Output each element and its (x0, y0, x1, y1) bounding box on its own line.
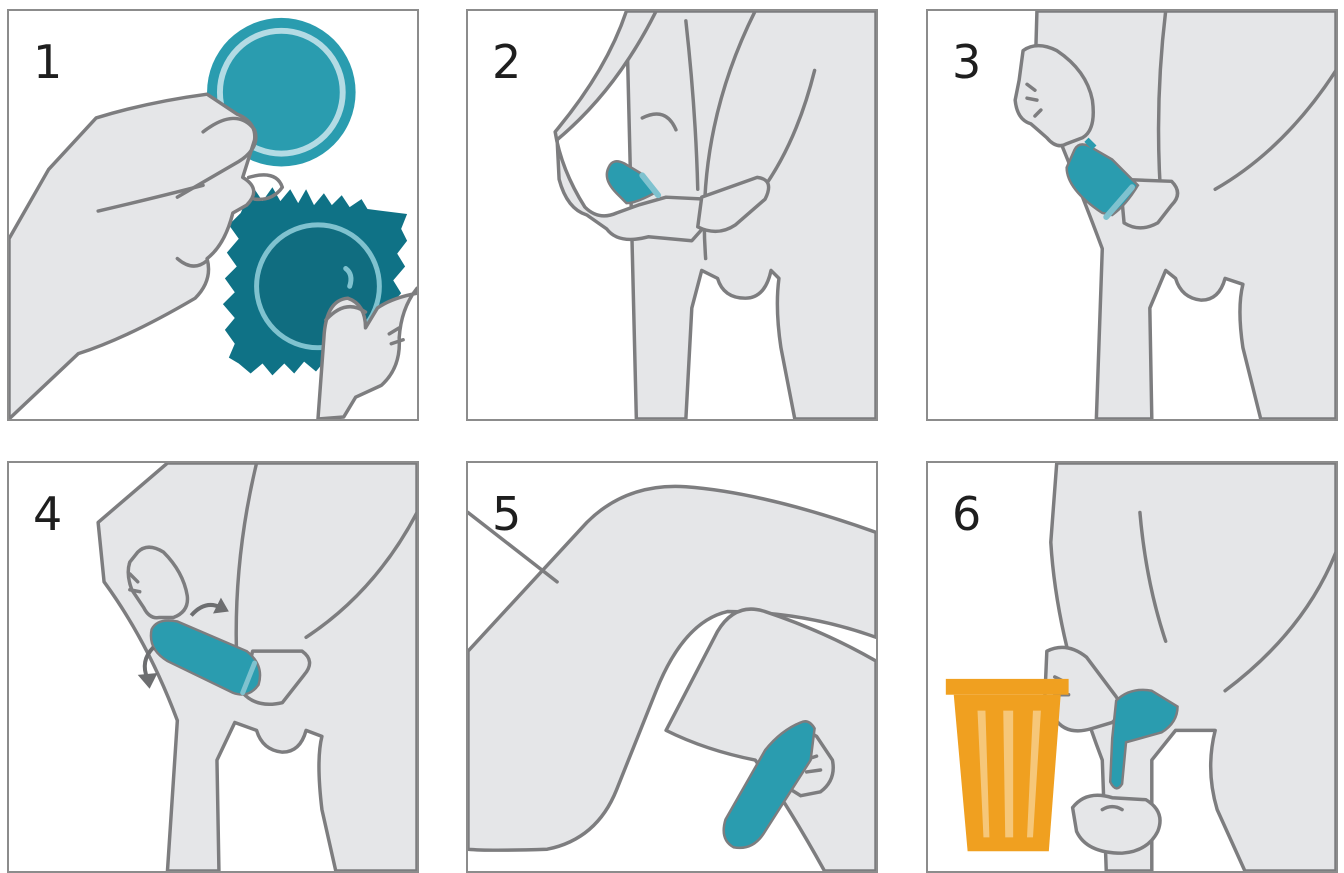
hold-base-illustration (468, 463, 876, 871)
step-5-panel: 5 (466, 461, 878, 873)
pinch-tip-illustration (928, 11, 1336, 419)
trash-bin-icon (946, 679, 1069, 851)
step-1-panel: 1 (7, 9, 419, 421)
step-number: 3 (952, 39, 981, 85)
step-2-panel: 2 (466, 9, 878, 421)
open-hand (1073, 795, 1160, 853)
place-condom-illustration (468, 11, 876, 419)
step-3-panel: 3 (926, 9, 1338, 421)
step-6-panel: 6 (926, 461, 1338, 873)
left-hand (9, 94, 255, 419)
open-wrapper-illustration (9, 11, 417, 419)
dispose-illustration (928, 463, 1336, 871)
roll-down-illustration (9, 463, 417, 871)
step-number: 4 (33, 491, 62, 537)
step-4-panel: 4 (7, 461, 419, 873)
step-number: 6 (952, 491, 981, 537)
step-number: 2 (492, 39, 521, 85)
step-number: 5 (492, 491, 521, 537)
person-leg (666, 609, 876, 871)
step-number: 1 (33, 39, 62, 85)
